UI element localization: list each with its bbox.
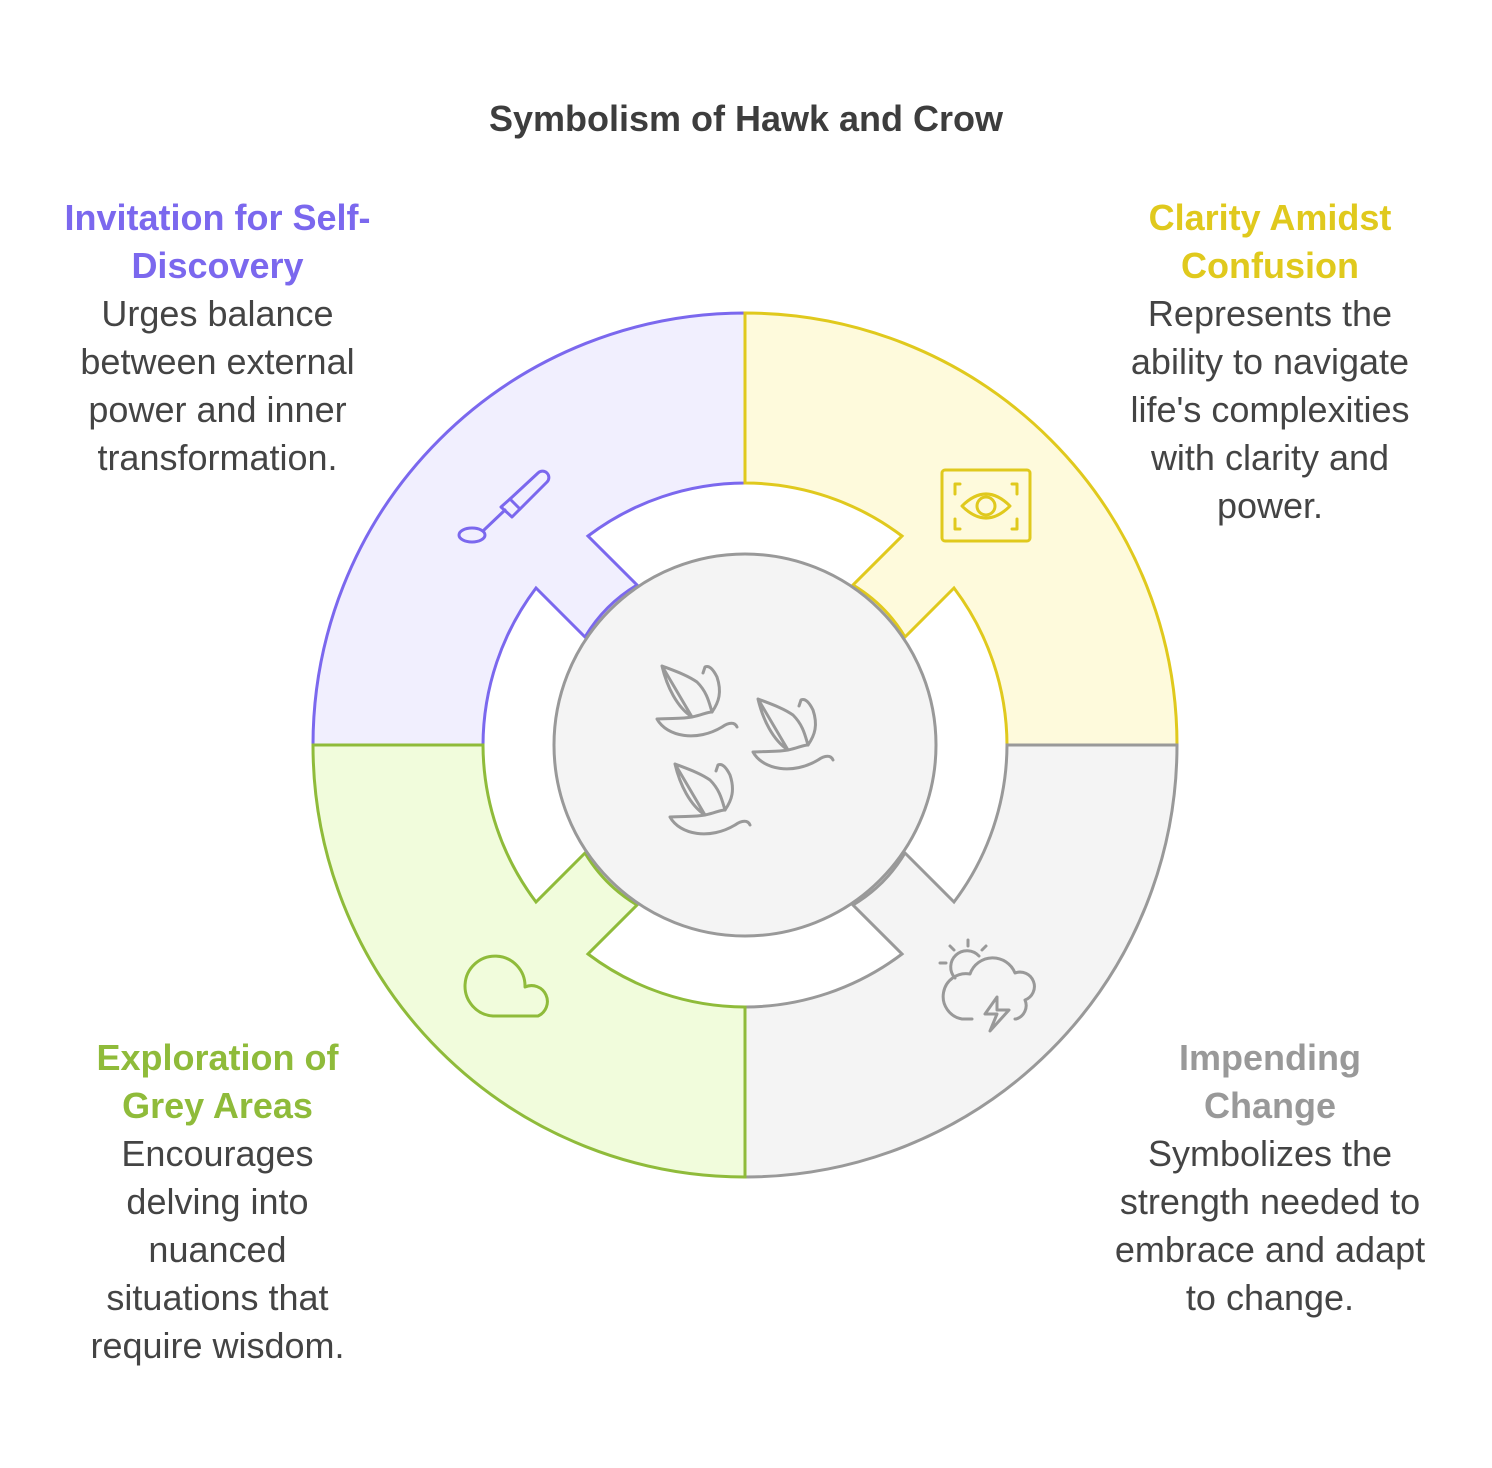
birds-flock-icon bbox=[655, 664, 835, 836]
segment-heading: Invitation for Self-Discovery bbox=[64, 197, 371, 286]
segment-grey-areas bbox=[311, 743, 747, 1179]
segment-label-self-discovery: Invitation for Self-Discovery Urges bala… bbox=[40, 194, 395, 482]
storm-sun-cloud-icon bbox=[938, 938, 1036, 1033]
segment-heading: Impending Change bbox=[1179, 1037, 1361, 1126]
eye-scan-icon bbox=[940, 468, 1032, 543]
paintbrush-icon bbox=[457, 469, 551, 544]
segment-label-impending-change: Impending Change Symbolizes the strength… bbox=[1100, 1034, 1440, 1322]
segment-heading: Clarity Amidst Confusion bbox=[1148, 197, 1392, 286]
segment-heading: Exploration of Grey Areas bbox=[96, 1037, 339, 1126]
segment-description: Represents the ability to navigate life'… bbox=[1130, 293, 1410, 526]
segment-label-grey-areas: Exploration of Grey Areas Encourages del… bbox=[60, 1034, 375, 1370]
segment-description: Symbolizes the strength needed to embrac… bbox=[1114, 1133, 1426, 1318]
segment-description: Encourages delving into nuanced situatio… bbox=[90, 1133, 345, 1366]
segment-description: Urges balance between external power and… bbox=[80, 293, 355, 478]
segment-label-clarity: Clarity Amidst Confusion Represents the … bbox=[1100, 194, 1440, 530]
diagram-title: Symbolism of Hawk and Crow bbox=[488, 98, 1004, 139]
center-circle bbox=[552, 552, 938, 938]
cloud-icon bbox=[463, 954, 549, 1018]
